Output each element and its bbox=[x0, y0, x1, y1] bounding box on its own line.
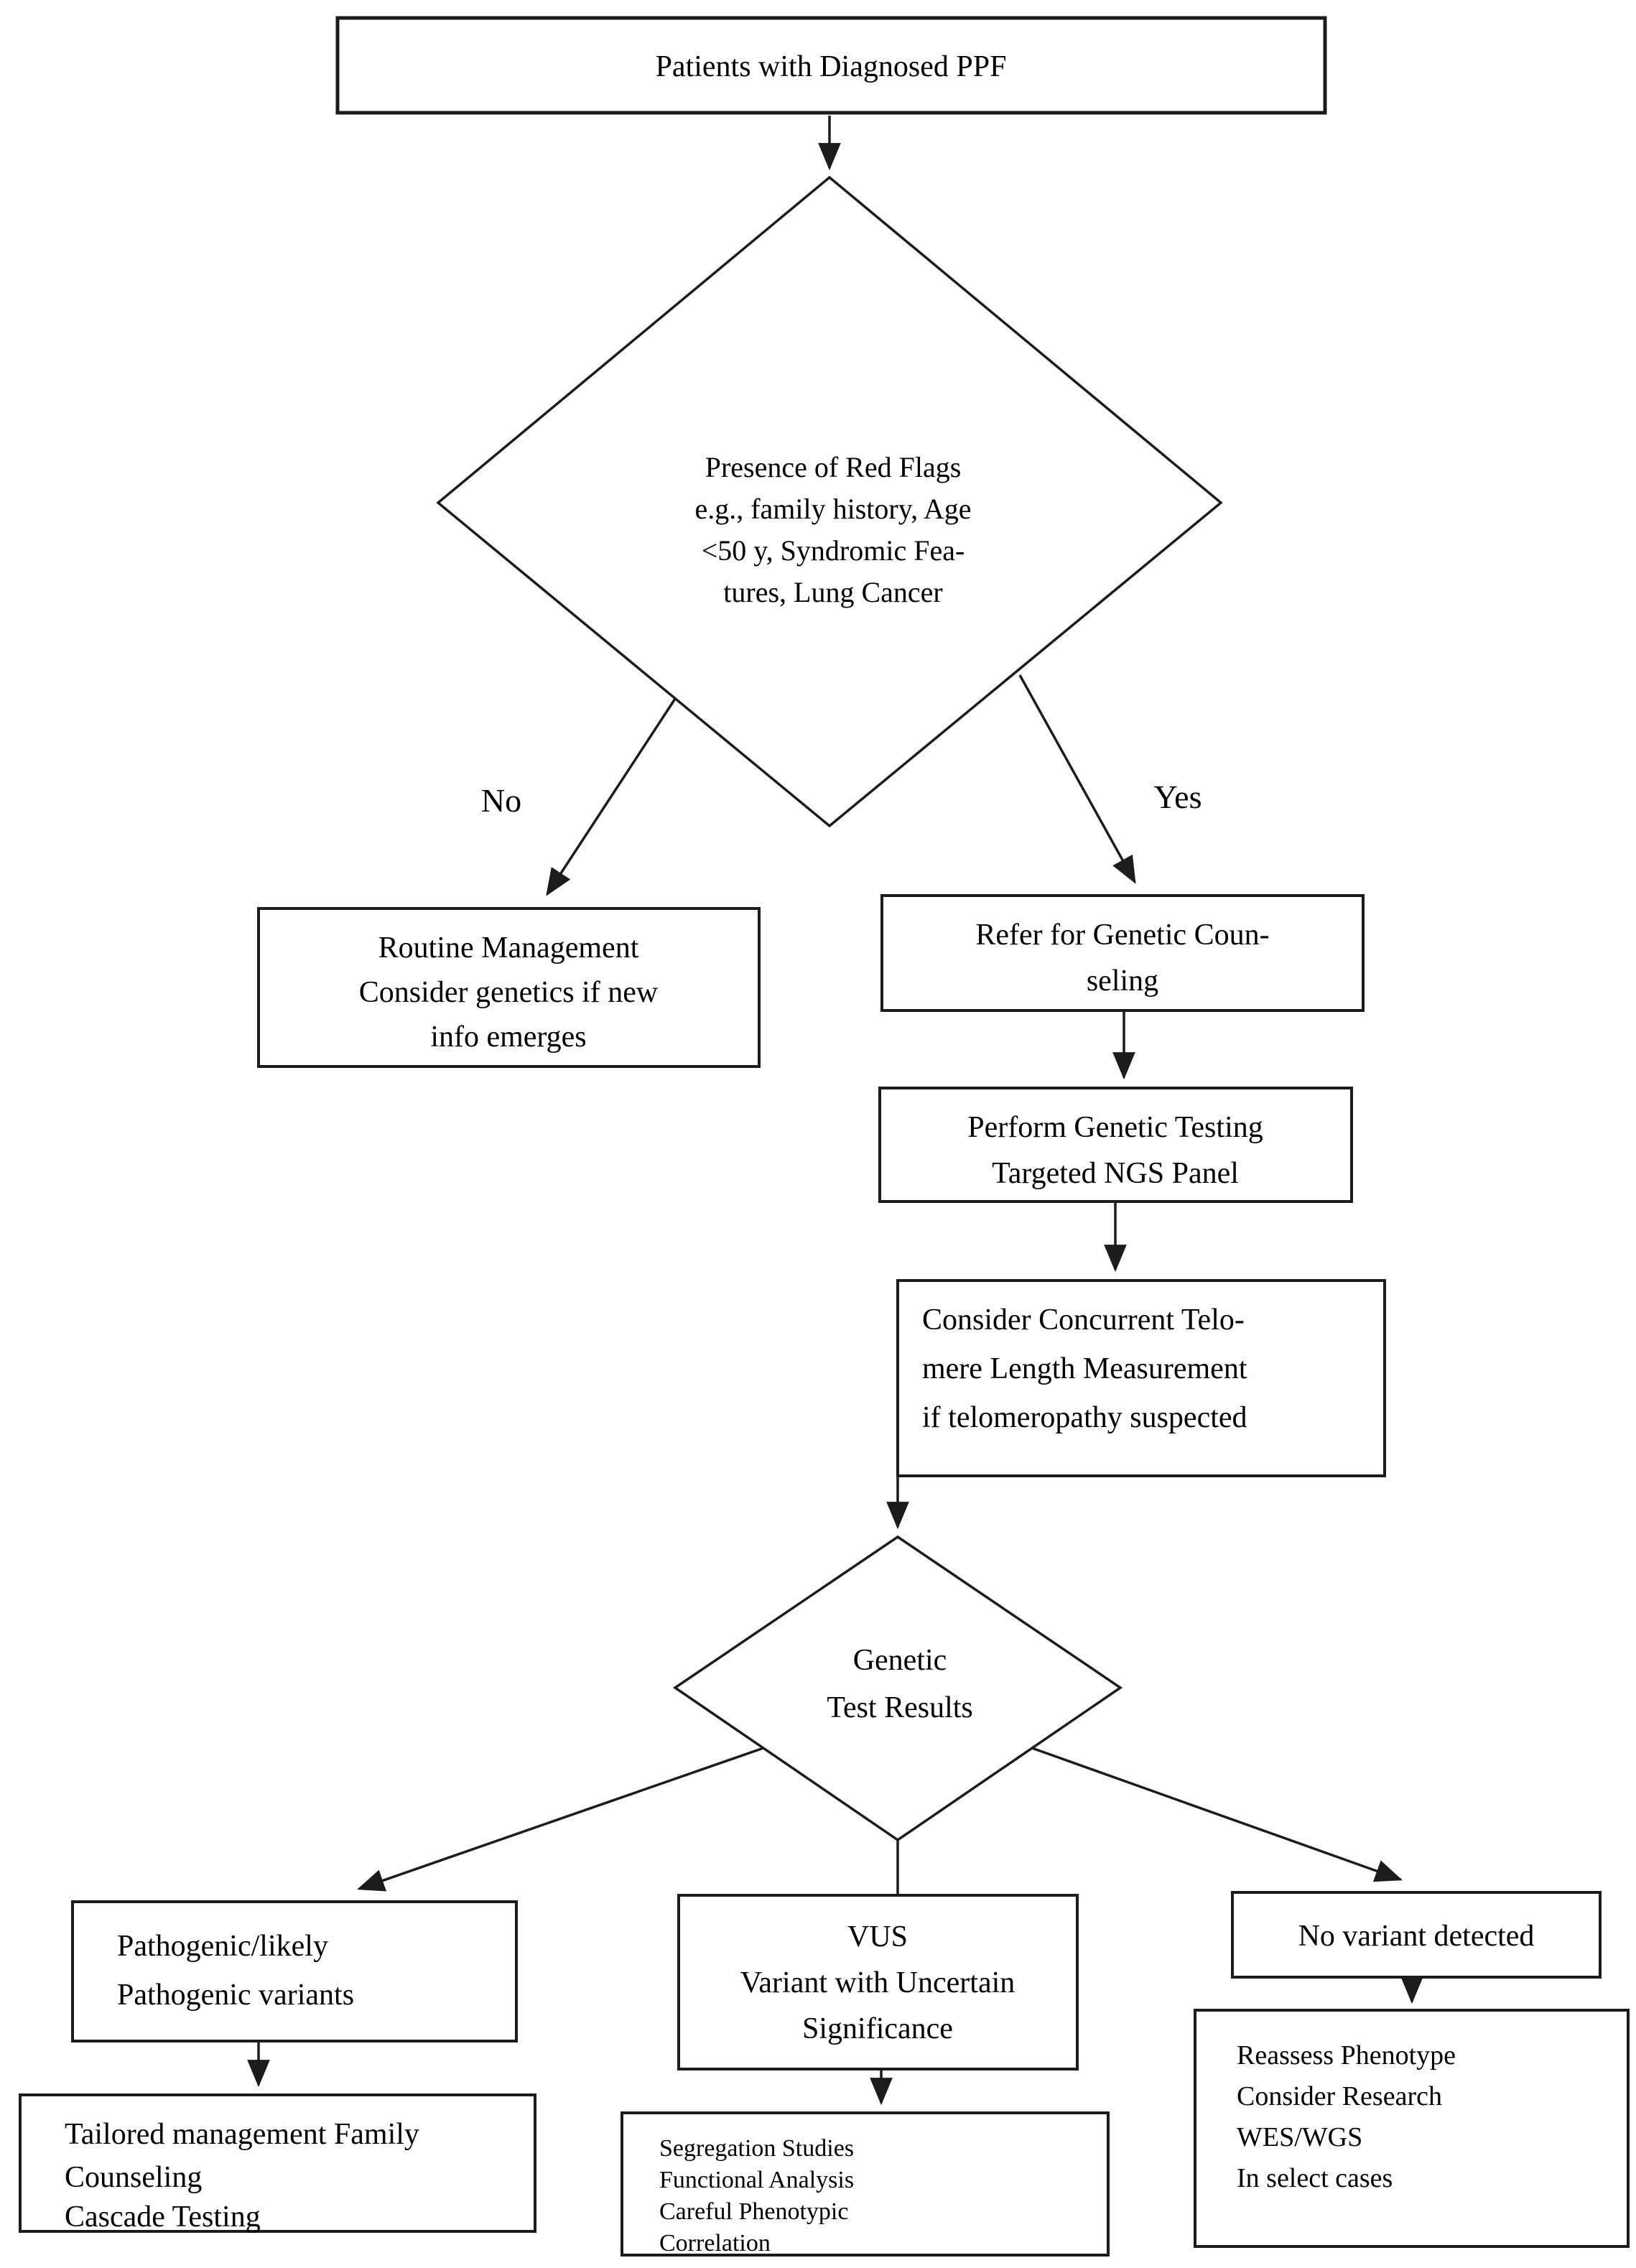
node-tailored: Tailored management Family Counseling Ca… bbox=[19, 2093, 536, 2234]
no-variant-label: No variant detected bbox=[1298, 1920, 1535, 1953]
node-segregation: Segregation Studies Functional Analysis … bbox=[621, 2111, 1110, 2257]
telomere-line-3: if telomeropathy suspected bbox=[922, 1401, 1247, 1434]
reassess-box bbox=[1194, 2009, 1630, 2248]
results-line-1: Genetic bbox=[853, 1644, 947, 1677]
reassess-line-3: WES/WGS bbox=[1237, 2122, 1362, 2152]
node-refer: Refer for Genetic Coun- seling bbox=[880, 894, 1365, 1012]
start-box bbox=[335, 16, 1327, 115]
perform-line-2: Targeted NGS Panel bbox=[992, 1157, 1239, 1190]
arrow-results-to-pathogenic bbox=[357, 1747, 764, 1892]
node-perform: Perform Genetic Testing Targeted NGS Pan… bbox=[878, 1087, 1353, 1203]
reassess-line-1: Reassess Phenotype bbox=[1237, 2040, 1456, 2071]
perform-line-1: Perform Genetic Testing bbox=[967, 1111, 1263, 1144]
node-routine: Routine Management Consider genetics if … bbox=[257, 907, 761, 1068]
node-reassess: Reassess Phenotype Consider Research WES… bbox=[1194, 2009, 1630, 2248]
segregation-line-2: Functional Analysis bbox=[659, 2167, 854, 2193]
pathogenic-line-1: Pathogenic/likely bbox=[117, 1930, 328, 1963]
results-diamond bbox=[672, 1535, 1123, 1842]
node-results-decision: Genetic Test Results bbox=[672, 1535, 1123, 1842]
segregation-box bbox=[621, 2111, 1110, 2257]
red-flags-line-3: <50 y, Syndromic Fea- bbox=[702, 534, 965, 567]
pathogenic-line-2: Pathogenic variants bbox=[117, 1979, 354, 2012]
segregation-line-3: Careful Phenotypic bbox=[659, 2198, 848, 2225]
arrow-no-to-routine bbox=[546, 698, 677, 896]
red-flags-diamond bbox=[436, 175, 1223, 828]
red-flags-line-4: tures, Lung Cancer bbox=[723, 576, 942, 608]
node-no-variant: No variant detected bbox=[1231, 1891, 1602, 1979]
reassess-line-2: Consider Research bbox=[1237, 2081, 1442, 2111]
routine-line-3: info emerges bbox=[430, 1021, 586, 1054]
red-flags-line-2: e.g., family history, Age bbox=[694, 493, 971, 525]
segregation-line-4: Correlation bbox=[659, 2230, 771, 2257]
tailored-box bbox=[19, 2093, 536, 2233]
tailored-line-1: Tailored management Family bbox=[65, 2118, 419, 2151]
vus-box bbox=[677, 1894, 1079, 2071]
edge-label-yes: Yes bbox=[1154, 779, 1202, 815]
vus-line-3: Significance bbox=[802, 2012, 953, 2045]
arrow-yes-to-refer bbox=[1018, 674, 1136, 884]
arrow-results-to-novariant bbox=[1031, 1747, 1403, 1882]
refer-box bbox=[880, 894, 1365, 1012]
node-pathogenic: Pathogenic/likely Pathogenic variants bbox=[71, 1900, 518, 2042]
vus-line-1: VUS bbox=[847, 1920, 908, 1953]
routine-line-2: Consider genetics if new bbox=[359, 976, 659, 1009]
routine-line-1: Routine Management bbox=[378, 931, 639, 965]
node-telomere: Consider Concurrent Telo- mere Length Me… bbox=[896, 1279, 1386, 1477]
node-red-flags-decision: Presence of Red Flags e.g., family histo… bbox=[436, 175, 1223, 828]
node-start: Patients with Diagnosed PPF bbox=[335, 16, 1327, 115]
results-line-2: Test Results bbox=[827, 1691, 973, 1724]
edge-label-no: No bbox=[481, 782, 521, 819]
node-vus: VUS Variant with Uncertain Significance bbox=[677, 1894, 1079, 2071]
telomere-box bbox=[896, 1279, 1386, 1477]
segregation-line-1: Segregation Studies bbox=[659, 2135, 854, 2162]
tailored-line-3: Cascade Testing bbox=[65, 2200, 261, 2234]
refer-line-2: seling bbox=[1087, 965, 1158, 998]
no-variant-box bbox=[1231, 1891, 1602, 1979]
start-label: Patients with Diagnosed PPF bbox=[656, 50, 1007, 83]
routine-box bbox=[257, 907, 761, 1068]
pathogenic-box bbox=[71, 1900, 518, 2042]
red-flags-line-1: Presence of Red Flags bbox=[705, 451, 962, 483]
telomere-line-2: mere Length Measurement bbox=[922, 1352, 1247, 1385]
perform-box bbox=[878, 1087, 1353, 1203]
vus-line-2: Variant with Uncertain bbox=[740, 1966, 1015, 1999]
reassess-line-4: In select cases bbox=[1237, 2163, 1393, 2193]
telomere-line-1: Consider Concurrent Telo- bbox=[922, 1303, 1245, 1337]
refer-line-1: Refer for Genetic Coun- bbox=[975, 919, 1269, 952]
tailored-line-2: Counseling bbox=[65, 2161, 202, 2194]
